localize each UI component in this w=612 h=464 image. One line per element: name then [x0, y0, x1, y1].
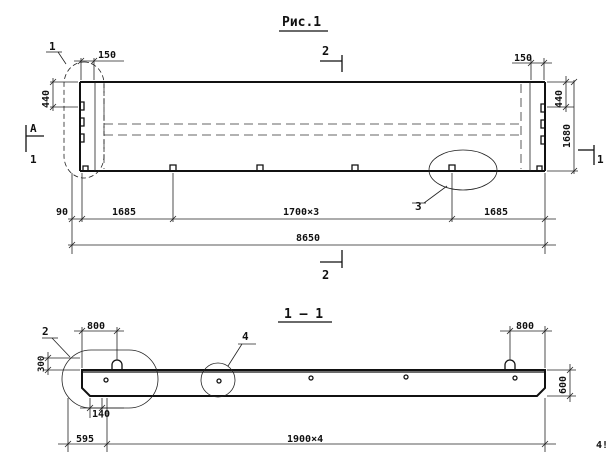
plan-dim-top-right: 150 — [512, 53, 552, 80]
plan-dim-top-left: 150 — [74, 50, 124, 80]
plan-dim-right-vertical-top: 440 — [547, 76, 574, 112]
svg-text:1680: 1680 — [562, 124, 573, 148]
plan-cut-mark-top: 2 — [320, 44, 343, 72]
section-dim-bottom-small: 140 — [80, 398, 124, 420]
svg-text:2: 2 — [322, 268, 329, 282]
plan-node-3-label: 3 — [415, 200, 422, 213]
section-node-4-label: 4 — [242, 330, 249, 343]
plan-view: 1 3 2 2 A 1 1 — [25, 40, 604, 282]
section-holes — [103, 374, 518, 384]
svg-text:150: 150 — [98, 50, 116, 61]
plan-cut-mark-bottom: 2 — [320, 250, 343, 282]
svg-text:150: 150 — [514, 53, 532, 64]
plan-dim-bottom-chain: 90 1685 1700×3 1685 — [56, 173, 556, 254]
section-dim-left-vertical: 300 — [37, 352, 80, 375]
section-loop-right — [504, 359, 516, 370]
section-view: 1 — 1 2 4 80 — [37, 307, 608, 452]
plan-cut-mark-left: A 1 — [25, 122, 44, 166]
svg-text:595: 595 — [76, 434, 94, 445]
plan-dim-right-vertical: 1680 — [547, 78, 578, 175]
svg-text:440: 440 — [41, 90, 52, 108]
section-node-2-oval — [61, 349, 159, 409]
section-dim-bottom-chain: 595 1900×4 4! — [58, 398, 608, 452]
svg-text:1685: 1685 — [112, 207, 136, 218]
plan-lifting-loops — [82, 164, 543, 171]
plan-dim-overall: 8650 — [68, 233, 556, 249]
section-node-2-label: 2 — [42, 325, 49, 338]
section-node-4-circle — [200, 362, 236, 398]
svg-text:2: 2 — [322, 44, 329, 58]
svg-text:1: 1 — [30, 153, 37, 166]
svg-text:1685: 1685 — [484, 207, 508, 218]
svg-text:440: 440 — [554, 90, 565, 108]
plan-right-keys — [540, 103, 545, 145]
section-dim-top-left: 800 — [74, 321, 124, 368]
plan-cut-mark-right: 1 — [578, 145, 604, 166]
section-loop-left — [111, 359, 123, 370]
figure-title: Рис.1 — [282, 15, 321, 30]
svg-text:800: 800 — [516, 321, 534, 332]
section-title: 1 — 1 — [284, 307, 323, 322]
svg-text:600: 600 — [558, 376, 569, 394]
plan-node-1-label: 1 — [49, 40, 56, 53]
svg-text:1900×4: 1900×4 — [287, 434, 323, 445]
section-dim-right-vertical: 600 — [547, 364, 576, 402]
svg-text:4!: 4! — [596, 440, 608, 451]
svg-text:A: A — [30, 122, 37, 135]
svg-text:300: 300 — [37, 356, 47, 372]
plan-node-1-oval — [63, 61, 105, 179]
plan-left-keys — [80, 101, 85, 143]
plan-dim-left-vertical: 440 — [41, 78, 78, 111]
plan-node-3-oval — [428, 149, 498, 191]
svg-text:90: 90 — [56, 207, 68, 218]
section-outline — [81, 369, 546, 397]
svg-text:1700×3: 1700×3 — [283, 207, 319, 218]
figure-title-group: Рис.1 — [279, 15, 328, 32]
svg-text:1: 1 — [597, 153, 604, 166]
section-dim-top-right: 800 — [500, 321, 552, 368]
svg-text:140: 140 — [92, 409, 110, 420]
svg-text:8650: 8650 — [296, 233, 320, 244]
svg-text:800: 800 — [87, 321, 105, 332]
